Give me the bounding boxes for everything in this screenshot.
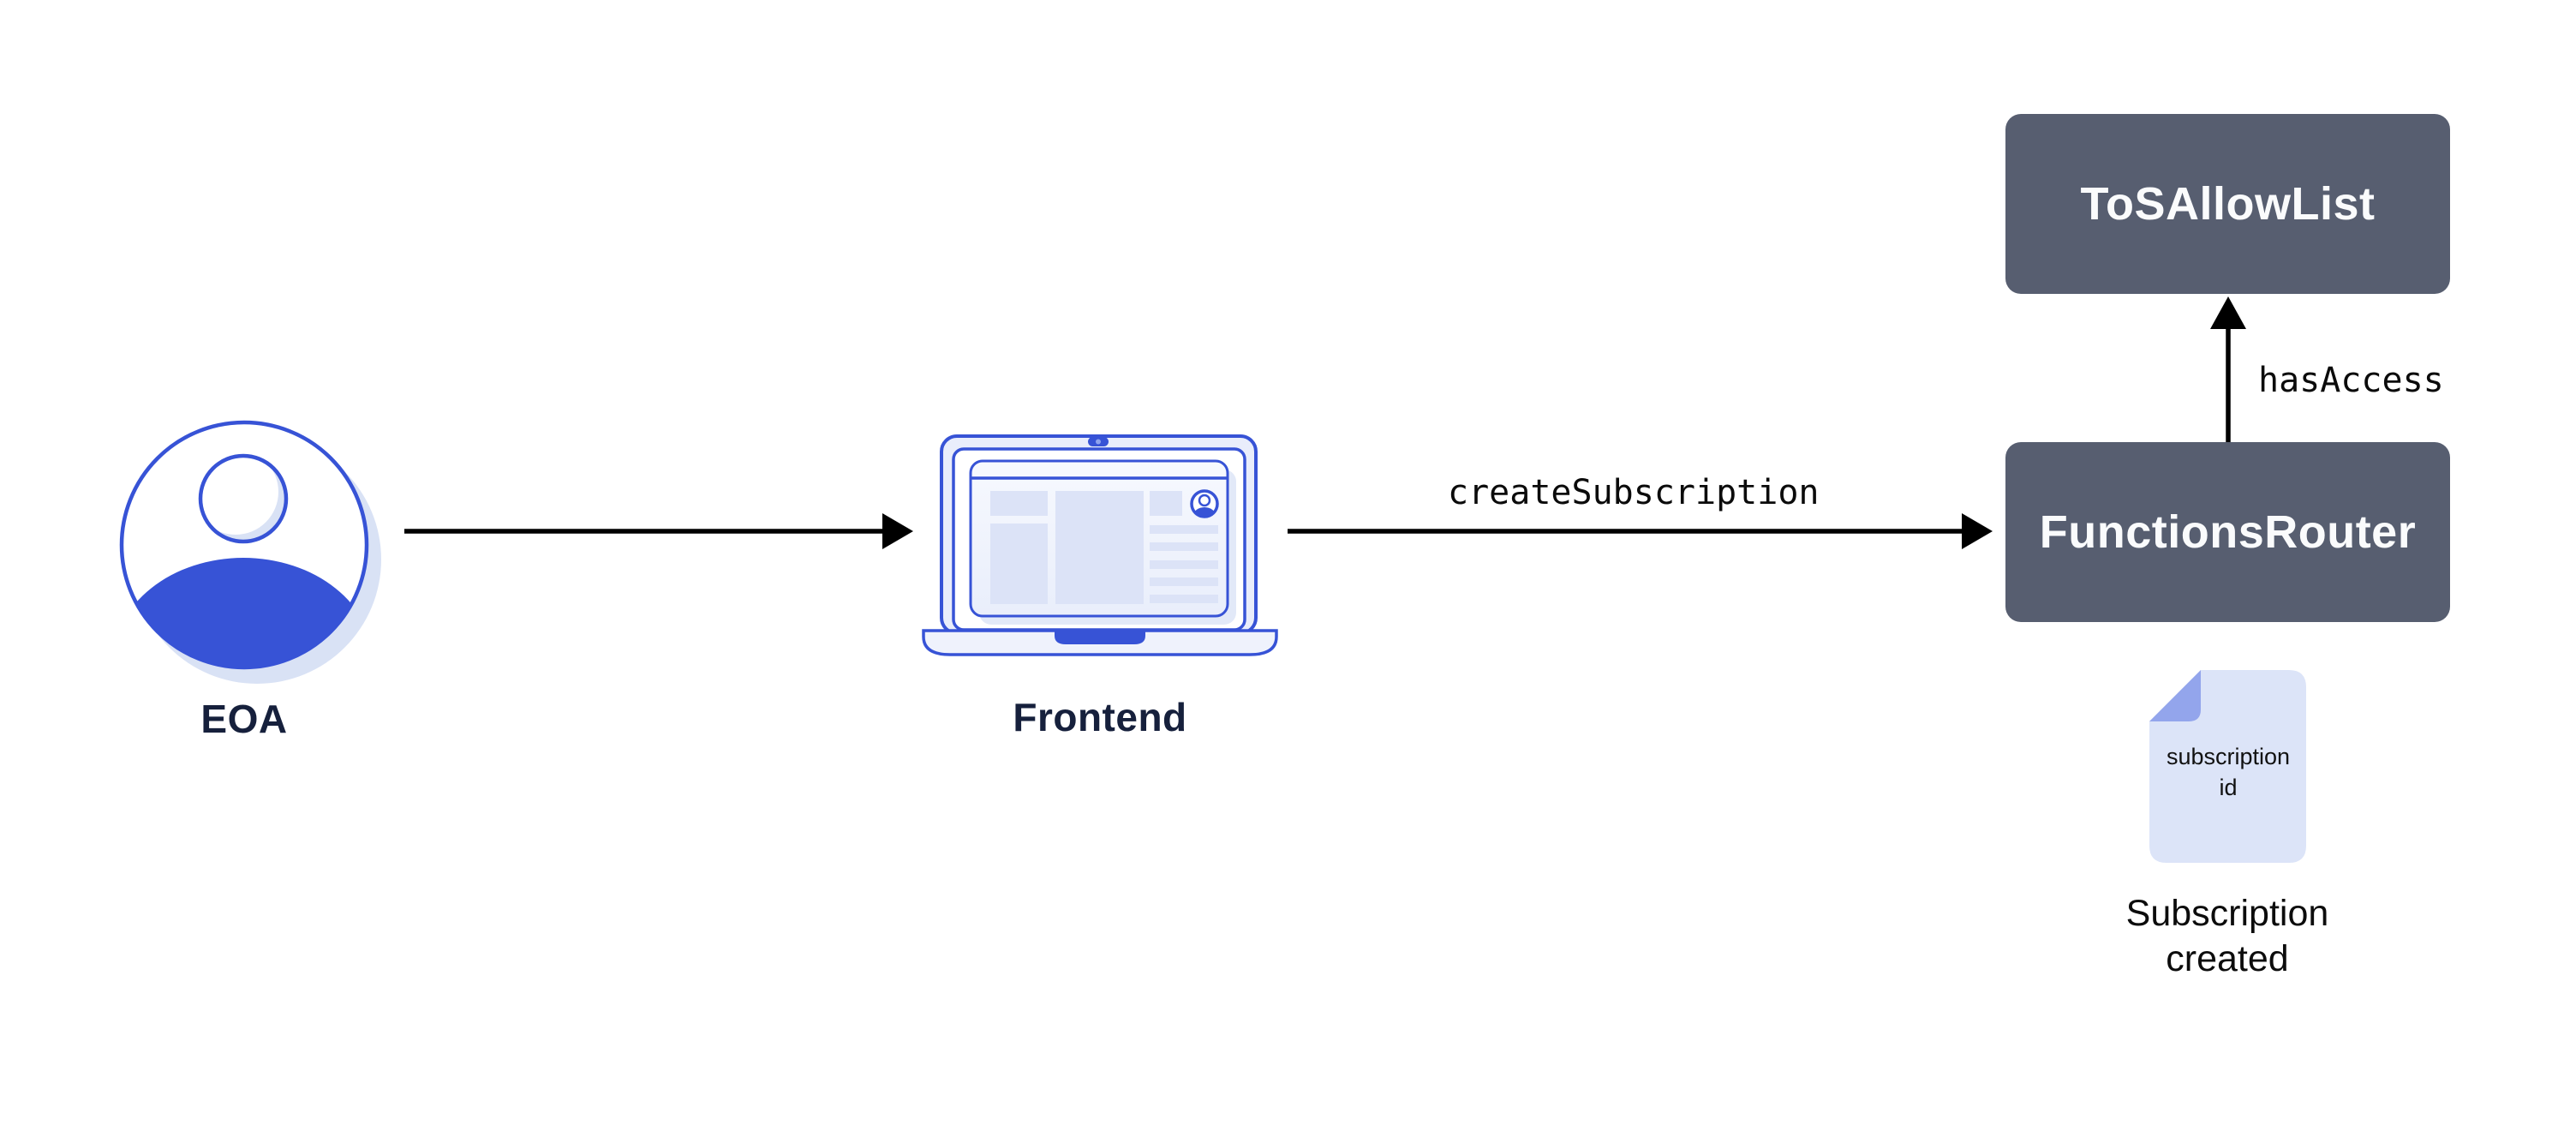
avatar-head [198,453,289,544]
user-avatar-icon [119,420,381,684]
functions-router-label: FunctionsRouter [2039,506,2417,558]
tos-allow-list-box: ToSAllowList [2005,114,2450,294]
create-subscription-label: createSubscription [1448,473,1820,512]
browser-content-blocks [990,491,1218,604]
arrow-router-to-allowlist [2210,296,2246,442]
document-fold [2149,670,2201,721]
avatar-body [122,558,367,667]
browser-user-icon [1190,489,1219,518]
subscription-created-caption: Subscription created [2125,893,2329,979]
has-access-label: hasAccess [2258,361,2444,400]
functions-router-box: FunctionsRouter [2005,442,2450,622]
laptop-icon [922,434,1278,656]
document-text: subscription id [2166,744,2291,800]
arrow-frontend-to-router [1288,513,1993,549]
arrow-eoa-to-frontend [404,513,913,549]
frontend-label: Frontend [1013,695,1187,739]
laptop-notch [1055,631,1145,644]
tos-allow-list-label: ToSAllowList [2080,178,2376,230]
eoa-label: EOA [200,697,288,741]
document-icon [2149,670,2306,863]
